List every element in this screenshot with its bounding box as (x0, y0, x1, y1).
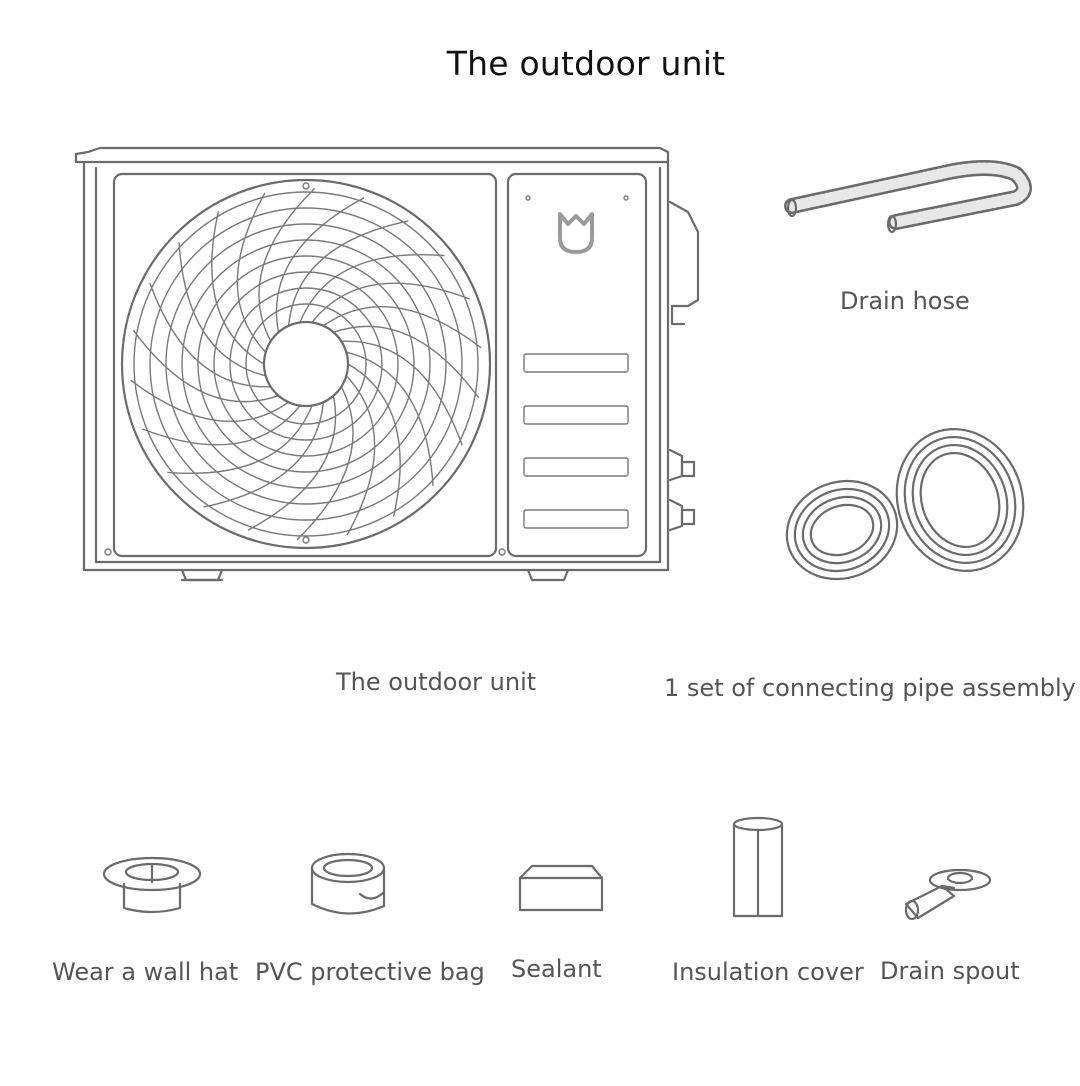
sealant-block-icon (518, 864, 604, 912)
fan-blade-curve (130, 379, 290, 422)
fan-blade-curve (296, 386, 354, 541)
drain-hose-icon (784, 160, 1032, 234)
fan-blade-curve (203, 402, 325, 508)
fan-blade-curve (346, 351, 434, 486)
fan-blade-curve (287, 220, 409, 326)
wall-hat-icon (102, 856, 202, 914)
drain-spout-icon (904, 868, 992, 921)
fan-blade-curve (132, 329, 279, 403)
fan-blade-curve (142, 405, 301, 446)
coiled-pipe-icon (785, 427, 1025, 581)
fan-blade-curve (149, 282, 271, 388)
pipe-assembly-label: 1 set of connecting pipe assembly (664, 674, 1076, 702)
outdoor-unit-icon (74, 146, 700, 582)
tape-roll-icon (310, 852, 386, 915)
fan-blade-curve (236, 192, 267, 353)
fan-blade-curve (322, 306, 482, 349)
fan-blade-curve (299, 254, 445, 323)
fan-blade-curve (311, 282, 470, 323)
wall-hat-label: Wear a wall hat (52, 958, 239, 986)
insulation-cover-label: Insulation cover (672, 958, 864, 986)
fan-blade-curve (333, 325, 480, 399)
insulation-tube-icon (732, 816, 784, 918)
fan-blade-curve (275, 197, 365, 333)
drain-spout-label: Drain spout (880, 957, 1020, 985)
fan-blade-curve (347, 363, 401, 517)
fan-blade-curve (258, 187, 316, 342)
fan-blade-curve (341, 340, 463, 446)
fan-blade-curve (247, 395, 337, 531)
fan-blade-curve (345, 375, 376, 536)
fan-blade-curve (178, 242, 266, 377)
fan-blade-curve (167, 405, 313, 474)
pvc-bag-label: PVC protective bag (255, 958, 485, 986)
fan-blade-curve (211, 211, 265, 365)
outdoor-unit-label: The outdoor unit (336, 668, 537, 696)
drain-hose-label: Drain hose (840, 287, 970, 315)
sealant-label: Sealant (511, 955, 602, 983)
page-title: The outdoor unit (446, 44, 726, 83)
